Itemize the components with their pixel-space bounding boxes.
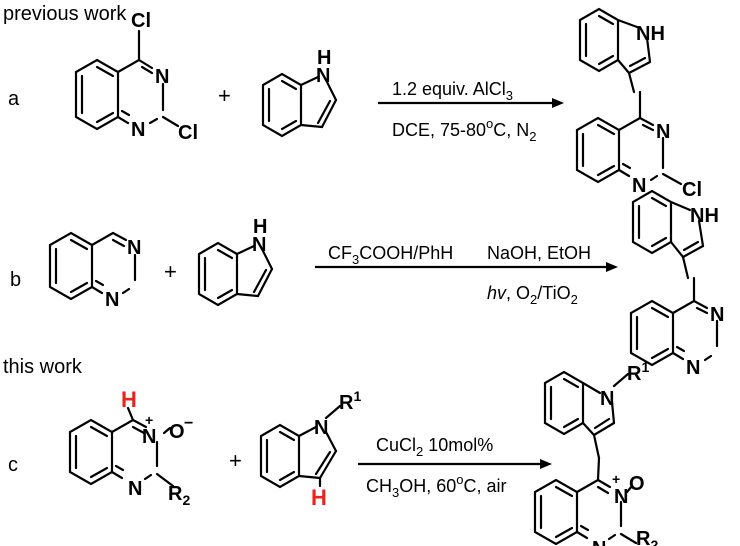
indole-hydrogen: H <box>317 47 331 69</box>
nitrogen-atom: N <box>131 119 145 141</box>
product-a-structure <box>575 7 683 186</box>
arrow-head-b <box>606 262 618 272</box>
oxide-oxygen: O <box>629 473 645 495</box>
indole-nitrogen: N <box>252 234 266 256</box>
product-a-nh: NH <box>636 23 665 45</box>
row-a-plus: + <box>218 83 231 108</box>
r1-substituent: R1 <box>339 388 361 414</box>
n-oxide-nitrogen: N <box>142 426 156 448</box>
indole-hydrogen: H <box>253 216 267 238</box>
nitrogen-atom: N <box>632 175 646 197</box>
row-b-step1: CF3COOH/PhH <box>328 243 453 267</box>
r1-substituent: R1 <box>627 359 649 385</box>
nitrogen-atom: N <box>155 66 169 88</box>
indole-nitrogen: N <box>316 65 330 87</box>
quinazoline-n-oxide-structure <box>68 406 175 488</box>
row-c-plus: + <box>229 448 242 473</box>
n-oxide-nitrogen: N <box>614 486 628 508</box>
highlighted-hydrogen: H <box>121 387 137 412</box>
row-c-conditions: CH3OH, 60oC, air <box>366 472 507 500</box>
nitrogen-atom: N <box>656 121 670 143</box>
chlorine-atom: Cl <box>131 10 151 32</box>
highlighted-hydrogen: H <box>311 485 327 510</box>
arrow-head-a <box>552 98 564 108</box>
row-a-reagent: 1.2 equiv. AlCl3 <box>392 79 513 103</box>
row-b-step2-bottom: hv, O2/TiO2 <box>487 283 578 307</box>
r2-substituent: R2 <box>636 528 658 546</box>
heading-previous-work: previous work <box>3 3 127 25</box>
indole-structure <box>261 72 338 138</box>
positive-charge: + <box>612 471 620 487</box>
dichloroquinazoline-structure <box>74 29 180 131</box>
chlorine-atom: Cl <box>178 122 198 144</box>
product-b-nh: NH <box>690 205 719 227</box>
chlorine-atom: Cl <box>682 179 702 201</box>
nitrogen-atom: N <box>105 289 119 311</box>
row-c-catalyst: CuCl2 10mol% <box>376 435 493 459</box>
row-a-label: a <box>8 88 20 110</box>
arrow-head-c <box>540 459 552 469</box>
heading-this-work: this work <box>3 356 83 378</box>
nitrogen-atom: N <box>127 237 141 259</box>
quinazoline-structure <box>48 231 137 301</box>
indole-structure <box>197 241 274 307</box>
oxide-oxygen: O <box>169 421 185 443</box>
row-c-label: c <box>8 454 18 476</box>
product-c-indole-nitrogen: N <box>600 388 614 410</box>
nitrogen-atom: N <box>128 478 142 500</box>
row-a-conditions: DCE, 75-80oC, N2 <box>392 116 537 144</box>
row-b-label: b <box>10 269 21 291</box>
nitrogen-atom: N <box>686 357 700 379</box>
negative-charge: − <box>184 415 193 432</box>
row-b-plus: + <box>164 259 177 284</box>
n-substituted-indole-structure <box>259 404 342 489</box>
indole-nitrogen: N <box>314 417 328 439</box>
r2-substituent: R2 <box>168 483 190 508</box>
product-c-structure <box>533 370 638 546</box>
row-b-step2-top: NaOH, EtOH <box>487 243 591 263</box>
positive-charge: + <box>145 412 153 428</box>
nitrogen-atom: N <box>710 304 724 326</box>
product-b-structure <box>629 189 719 367</box>
nitrogen-atom: N <box>592 538 606 546</box>
